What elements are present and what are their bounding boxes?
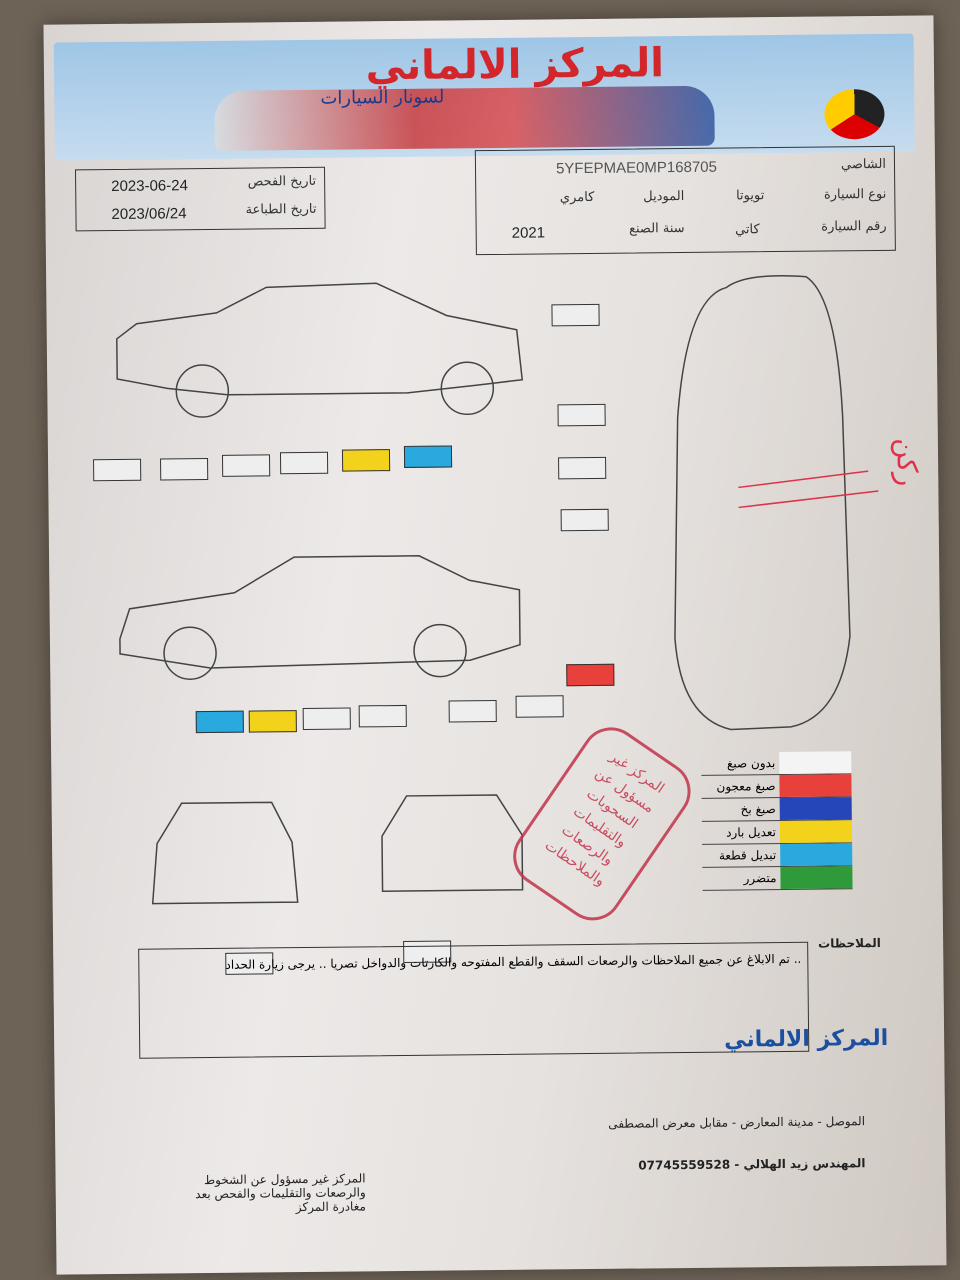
legend-swatch (779, 797, 852, 821)
side-view-1-box-none (221, 454, 271, 477)
side-view-2-box-none (448, 699, 497, 723)
side-view-1-box-none (93, 458, 142, 482)
legend-swatch (780, 866, 853, 890)
footer-address: الموصل - مدينة المعارض - مقابل معرض المص… (608, 1114, 866, 1131)
side-view-2-box-none (515, 695, 564, 718)
legend-swatch (779, 774, 852, 798)
handwritten-marks (738, 470, 879, 509)
side-view-1-box-none (160, 457, 209, 481)
inspection-report-paper: المركز الالماني لسونار السيارات تاريخ ال… (43, 15, 947, 1275)
footer-engineer-phone: المهندس زيد الهلالي - 07745559528 (638, 1156, 866, 1173)
side-view-1-box-none (279, 451, 329, 475)
notes-label: الملاحظات (818, 935, 881, 951)
legend-swatch (779, 820, 853, 844)
legend-label: صبغ معجون (716, 779, 776, 794)
legend-swatch (779, 751, 852, 775)
top-view-box-none (558, 456, 607, 480)
legend-label: صبغ بخ (740, 802, 776, 817)
color-legend: بدون صبغ صبغ معجون صبغ بخ تعديل بارد تبديل ق… (701, 751, 853, 891)
car-diagrams (116, 275, 879, 905)
legend-label: متضرر (743, 871, 777, 886)
footer-disclaimer: المركز غير مسؤول عن الشخوط والرصعات والت… (195, 1171, 366, 1215)
top-view-box-none (557, 403, 606, 427)
side-view-2 (119, 555, 521, 669)
side-view-2-box-replaced (195, 710, 244, 734)
handwritten-note: ركن (890, 437, 924, 487)
front-view (151, 801, 299, 905)
legend-row: تبديل قطعة (702, 843, 853, 868)
side-view-1-box-replaced (403, 445, 453, 468)
side-view-2-box-none (358, 704, 407, 728)
legend-label: تعديل بارد (726, 825, 777, 840)
top-view (674, 275, 851, 731)
side-view-1 (116, 282, 524, 396)
notes-box: .. تم الابلاغ عن جميع الملاحظات والرصعات… (138, 941, 810, 1059)
side-view-2-box-cold_repair (248, 710, 297, 733)
top-view-box-none (551, 303, 600, 327)
legend-row: صبغ معجون (701, 774, 852, 799)
legend-label: بدون صبغ (726, 756, 776, 771)
legend-label: تبديل قطعة (718, 848, 777, 863)
footer-brand-logo: المركز الالماني (724, 1025, 889, 1053)
top-view-box-none (560, 508, 609, 532)
legend-row: صبغ بخ (701, 797, 852, 822)
rear-view (381, 794, 524, 892)
legend-row: بدون صبغ (701, 751, 852, 776)
side-view-2-box-none (302, 707, 351, 731)
top-view-box-putty (566, 663, 615, 687)
legend-swatch (780, 843, 853, 867)
legend-row: تعديل بارد (701, 820, 853, 845)
side-view-1-box-cold_repair (341, 449, 391, 472)
legend-row: متضرر (702, 866, 853, 891)
